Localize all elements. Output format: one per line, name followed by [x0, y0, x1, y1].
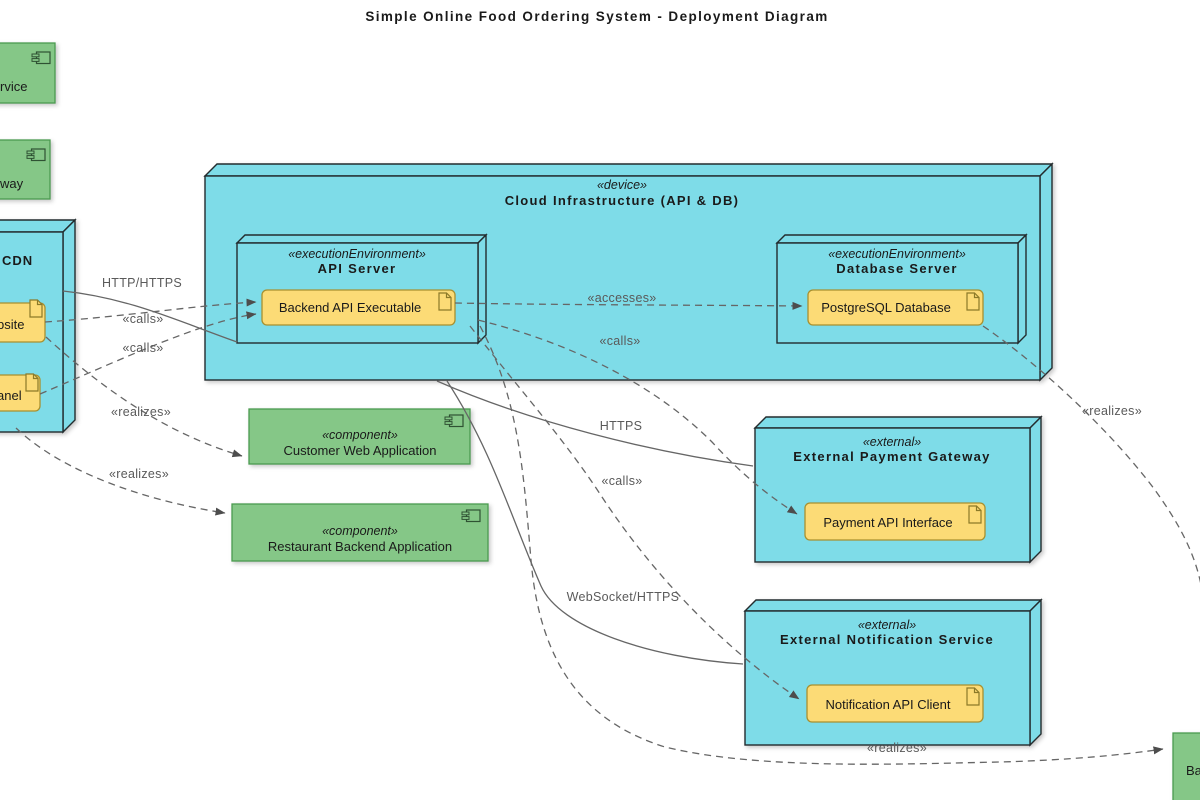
- component-box: [248, 408, 471, 465]
- edge-label-realizes: «realizes»: [867, 741, 927, 755]
- artifact-icon: [966, 687, 980, 706]
- component-customer-web-application: «component» Customer Web Application: [248, 408, 471, 465]
- node-front-face: [744, 610, 1031, 746]
- edge-realizes-from-postgresql: [982, 325, 1200, 584]
- node-title: Cloud Infrastructure (API & DB): [505, 193, 740, 208]
- node-title: External Payment Gateway: [793, 449, 990, 464]
- edge-label-realizes: «realizes»: [1082, 404, 1142, 418]
- edge-label-calls: «calls»: [122, 341, 163, 355]
- artifact-label: Payment API Interface: [823, 515, 952, 530]
- edge-calls-website-backend: [44, 298, 257, 323]
- component-stereotype: «component»: [322, 428, 398, 442]
- node-external-payment-gateway: «external» External Payment Gateway Paym…: [753, 415, 1043, 564]
- node-title: External Notification Service: [780, 632, 994, 647]
- edge-label-websocket: WebSocket/HTTPS: [567, 590, 680, 604]
- artifact-label-fragment: anel: [0, 388, 22, 403]
- node-database-server: «executionEnvironment» Database Server P…: [775, 233, 1028, 345]
- node-external-notification-service: «external» External Notification Service…: [743, 598, 1043, 747]
- component-label-fragment: Ba: [1186, 763, 1200, 778]
- edge-websocket-https: [446, 380, 744, 665]
- artifact-label: PostgreSQL Database: [821, 300, 951, 315]
- node-stereotype: «executionEnvironment»: [828, 247, 966, 261]
- node-top-face: [203, 163, 1054, 177]
- edge-label-https: HTTPS: [600, 419, 642, 433]
- artifact-notification-api-client: [806, 684, 984, 723]
- node-api-server: «executionEnvironment» API Server Backen…: [235, 233, 488, 345]
- edge-label-realizes: «realizes»: [109, 467, 169, 481]
- artifact-icon: [29, 299, 43, 318]
- edge-accesses-db: [454, 301, 803, 310]
- edge-label-accesses: «accesses»: [587, 291, 656, 305]
- node-side-face: [1029, 415, 1042, 564]
- artifact-icon: [25, 373, 39, 392]
- node-top-face: [0, 219, 77, 233]
- node-side-face: [1017, 233, 1027, 345]
- edge-label-http-https: HTTP/HTTPS: [102, 276, 182, 290]
- node-top-face: [235, 234, 488, 244]
- component-label-fragment: rvice: [0, 79, 27, 94]
- edge-label-calls: «calls»: [601, 474, 642, 488]
- component-box: [1172, 732, 1200, 800]
- node-stereotype: «executionEnvironment»: [288, 247, 426, 261]
- component-label: Customer Web Application: [284, 443, 437, 458]
- edge-realizes-restaurant-backend-app: [15, 427, 226, 516]
- artifact-label: Backend API Executable: [279, 300, 421, 315]
- node-top-face: [743, 599, 1043, 612]
- edge-calls-payment: [477, 319, 798, 515]
- edge-realizes-backend-component: [479, 325, 1164, 765]
- node-side-face: [1029, 598, 1042, 747]
- node-top-face: [775, 234, 1028, 244]
- edge-label-calls: «calls»: [599, 334, 640, 348]
- edge-https: [436, 380, 754, 467]
- component-restaurant-backend-application: «component» Restaurant Backend Applicati…: [231, 503, 489, 562]
- node-stereotype: «external»: [858, 618, 916, 632]
- node-stereotype: «external»: [863, 435, 921, 449]
- node-title: API Server: [318, 261, 397, 276]
- node-top-face: [753, 416, 1043, 429]
- artifact-postgresql-database: [807, 289, 984, 326]
- edge-label-calls: «calls»: [122, 312, 163, 326]
- component-box: [231, 503, 489, 562]
- artifact-payment-api-interface: [804, 502, 986, 541]
- artifact-label-fragment: bsite: [0, 317, 24, 332]
- clipped-component-gateway: way: [0, 139, 51, 200]
- edge-realizes-customer-web-app: [45, 336, 243, 458]
- edge-calls-notification: [469, 325, 800, 700]
- artifact-icon: [966, 292, 980, 311]
- node-side-face: [62, 218, 76, 434]
- artifact-backend-api-executable: [261, 289, 456, 326]
- component-label-fragment: way: [0, 176, 24, 191]
- artifact-label: Notification API Client: [825, 697, 950, 712]
- artifact-icon: [438, 292, 452, 311]
- edge-label-realizes: «realizes»: [111, 405, 171, 419]
- diagram-title: Simple Online Food Ordering System - Dep…: [365, 9, 828, 24]
- node-title: Database Server: [836, 261, 957, 276]
- clipped-component-service: rvice: [0, 42, 56, 104]
- component-stereotype: «component»: [322, 524, 398, 538]
- node-side-face: [477, 233, 487, 345]
- node-side-face: [1039, 162, 1053, 382]
- component-label: Restaurant Backend Application: [268, 539, 452, 554]
- clipped-component-backend: Ba: [1172, 732, 1200, 800]
- artifact-icon: [968, 505, 982, 524]
- node-stereotype: «device»: [597, 178, 647, 192]
- node-title-fragment: CDN: [2, 253, 33, 268]
- edge-calls-admin-backend: [39, 311, 257, 395]
- node-cdn: CDN bsite anel: [0, 218, 77, 434]
